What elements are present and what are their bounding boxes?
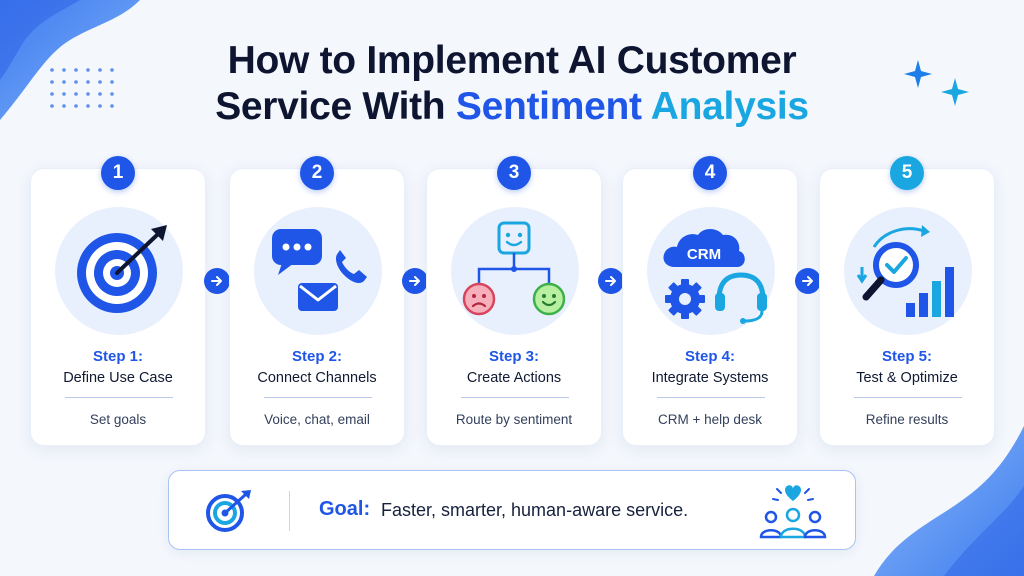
step-4-description: CRM + help desk	[658, 412, 762, 427]
arrow-right-icon	[204, 268, 230, 294]
dot-grid-decoration	[50, 68, 114, 108]
target-arrow-icon	[77, 225, 167, 313]
decoration-dot	[50, 80, 54, 84]
arrow-right-icon	[402, 268, 428, 294]
decoration-dot	[98, 92, 102, 96]
step-3-label: Step 3:	[488, 348, 539, 365]
decoration-dot	[98, 104, 102, 108]
step-card-5: Step 5: Test & Optimize Refine results	[819, 168, 995, 446]
decoration-dot	[74, 104, 78, 108]
decoration-dot	[98, 80, 102, 84]
decoration-dot	[110, 92, 114, 96]
step-2-divider	[264, 397, 372, 398]
step-4-divider	[657, 397, 765, 398]
decoration-dot	[86, 104, 90, 108]
step-3-divider	[461, 397, 569, 398]
step-card-1: Step 1: Define Use Case Set goals	[30, 168, 206, 446]
headset-icon	[715, 272, 767, 324]
decoration-dot	[62, 104, 66, 108]
arrow-right-icon	[598, 268, 624, 294]
step-2-icon-disc	[254, 207, 382, 335]
step-1-label: Step 1:	[92, 348, 143, 365]
decoration-dot	[86, 80, 90, 84]
step-card-4: CRM	[622, 168, 798, 446]
goal-divider	[289, 491, 290, 531]
sparkle-icon	[904, 60, 969, 106]
decoration-dot	[62, 92, 66, 96]
step-4-icon-disc: CRM	[647, 207, 775, 335]
decoration-dot	[50, 68, 54, 72]
decoration-dot	[62, 80, 66, 84]
step-4-title: Integrate Systems	[651, 370, 769, 386]
step-2-label: Step 2:	[291, 348, 342, 365]
step-card-3: Step 3: Create Actions Route by sentimen…	[426, 168, 602, 446]
decoration-dot	[74, 92, 78, 96]
step-3-number-badge: 3	[497, 156, 531, 190]
decoration-dot	[62, 68, 66, 72]
step-5-title: Test & Optimize	[856, 370, 958, 386]
step-3-icon-disc	[451, 207, 579, 335]
decoration-dot	[86, 92, 90, 96]
step-4-number-badge: 4	[693, 156, 727, 190]
decoration-dot	[50, 104, 54, 108]
decoration-dot	[110, 104, 114, 108]
step-5-number-badge: 5	[890, 156, 924, 190]
title-line-2-prefix: Service With	[215, 85, 456, 128]
gear-icon	[665, 279, 705, 319]
optimize-icon	[856, 225, 954, 317]
channels-icon	[272, 229, 367, 311]
crm-integration-icon: CRM	[663, 229, 767, 324]
step-2-description: Voice, chat, email	[264, 412, 370, 427]
sentiment-routing-icon	[462, 221, 566, 316]
title-highlight-sentiment: Sentiment	[455, 85, 642, 128]
step-5-description: Refine results	[865, 412, 949, 427]
decoration-dot	[74, 80, 78, 84]
goal-banner: Goal: Faster, smarter, human-aware servi…	[168, 470, 856, 550]
step-1-icon-disc	[55, 207, 183, 335]
step-2-title: Connect Channels	[257, 370, 377, 386]
step-5-icon-disc	[844, 207, 972, 335]
decoration-dot	[110, 68, 114, 72]
step-3-description: Route by sentiment	[455, 412, 573, 427]
title-highlight-analysis: Analysis	[641, 85, 809, 128]
step-3-title: Create Actions	[466, 370, 562, 386]
step-1-divider	[65, 397, 173, 398]
crm-label: CRM	[687, 246, 721, 263]
goal-text: Faster, smarter, human-aware service.	[381, 500, 689, 520]
target-icon	[206, 490, 251, 532]
step-5-label: Step 5:	[881, 348, 932, 365]
decoration-dot	[98, 68, 102, 72]
page-title: How to Implement AI Customer Service Wit…	[0, 38, 1024, 130]
step-card-2: Step 2: Connect Channels Voice, chat, em…	[229, 168, 405, 446]
decoration-dot	[50, 92, 54, 96]
step-4-label: Step 4:	[684, 348, 735, 365]
step-1-description: Set goals	[89, 412, 147, 427]
decoration-dot	[74, 68, 78, 72]
goal-label: Goal:	[319, 498, 371, 520]
title-line-1: How to Implement AI Customer	[227, 39, 797, 82]
steps-row: Step 1: Define Use Case Set goals 1 Step…	[0, 156, 1024, 450]
decoration-dot	[110, 80, 114, 84]
arrow-right-icon	[795, 268, 821, 294]
step-1-number-badge: 1	[101, 156, 135, 190]
step-1-title: Define Use Case	[63, 370, 173, 386]
team-heart-icon	[759, 485, 827, 539]
step-2-number-badge: 2	[300, 156, 334, 190]
decoration-dot	[86, 68, 90, 72]
step-5-divider	[854, 397, 962, 398]
